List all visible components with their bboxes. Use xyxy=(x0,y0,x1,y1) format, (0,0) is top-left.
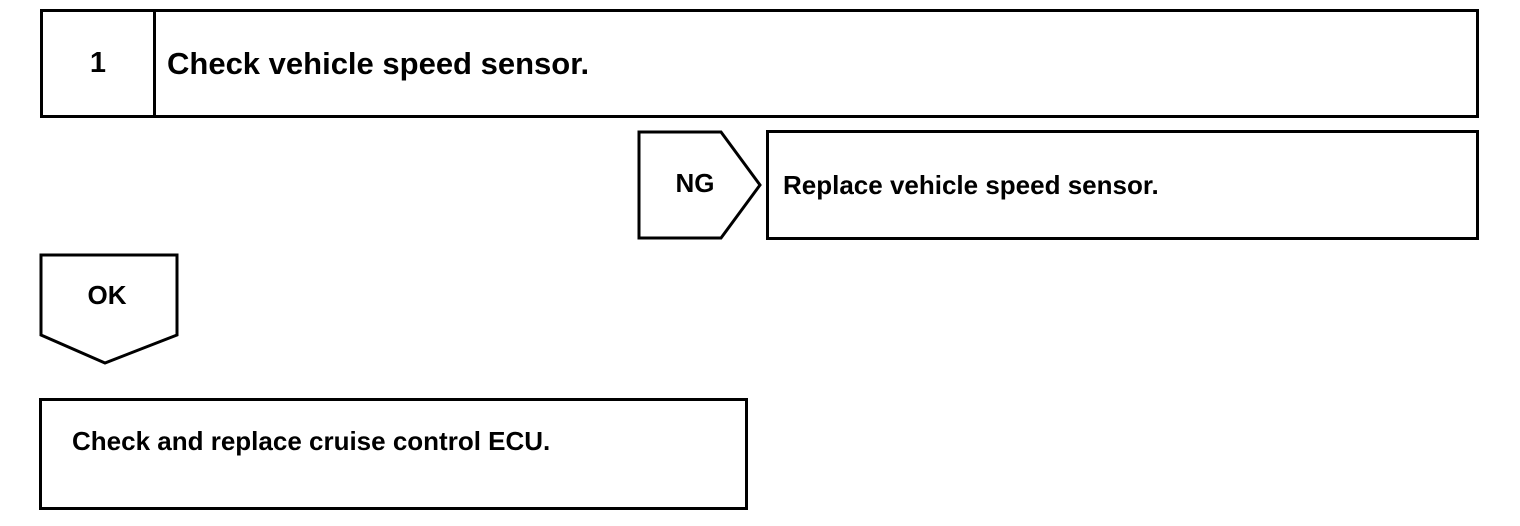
step-number: 1 xyxy=(89,47,107,79)
ng-label: NG xyxy=(675,168,715,198)
ng-action-text: Replace vehicle speed sensor. xyxy=(783,169,1159,200)
final-action-text: Check and replace cruise control ECU. xyxy=(72,426,551,456)
step-1-box: 1 Check vehicle speed sensor. xyxy=(40,9,1479,118)
ok-label: OK xyxy=(87,280,127,310)
ng-arrow-shape xyxy=(637,130,762,240)
step-title-cell: Check vehicle speed sensor. xyxy=(156,12,1476,115)
ok-arrow-shape xyxy=(39,253,179,365)
ng-action-box: Replace vehicle speed sensor. xyxy=(766,130,1479,240)
step-number-cell: 1 xyxy=(43,12,156,115)
step-title: Check vehicle speed sensor. xyxy=(167,45,590,81)
final-action-box: Check and replace cruise control ECU. xyxy=(39,398,748,510)
